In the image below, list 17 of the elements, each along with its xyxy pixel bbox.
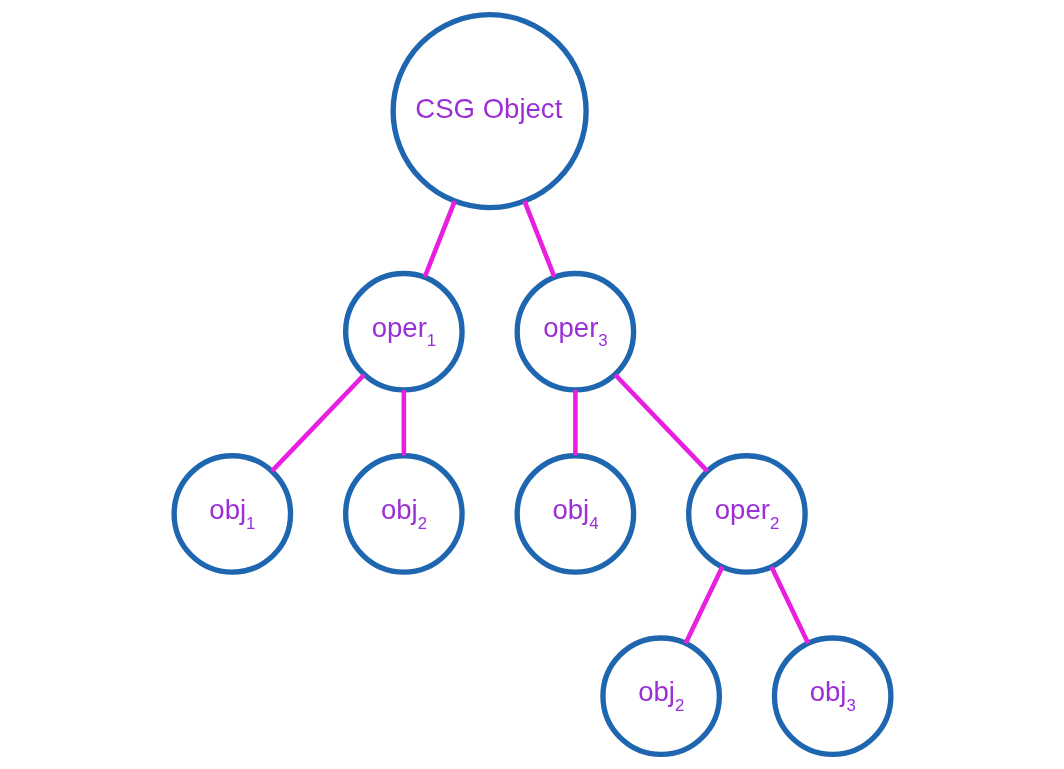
connector	[683, 565, 724, 645]
connector	[572, 389, 578, 456]
connector	[768, 565, 810, 645]
connector	[422, 200, 457, 278]
node-circle: oper$_{2}$	[685, 453, 808, 575]
connector	[401, 389, 406, 456]
node-circle: obj$_{4}$	[514, 453, 636, 575]
connector	[521, 200, 556, 278]
node-circle: oper$_{3}$	[514, 270, 636, 393]
node-circle: obj$_{2}$	[599, 635, 722, 758]
node-circle: oper$_{1}$	[342, 270, 465, 393]
connector	[613, 373, 709, 473]
connector	[269, 373, 366, 473]
node-circle: obj$_{1}$	[170, 453, 293, 575]
node-circle: obj$_{2}$	[342, 453, 465, 575]
node-circle: obj$_{3}$	[771, 635, 894, 758]
node-circle: CSG Object	[389, 11, 589, 211]
